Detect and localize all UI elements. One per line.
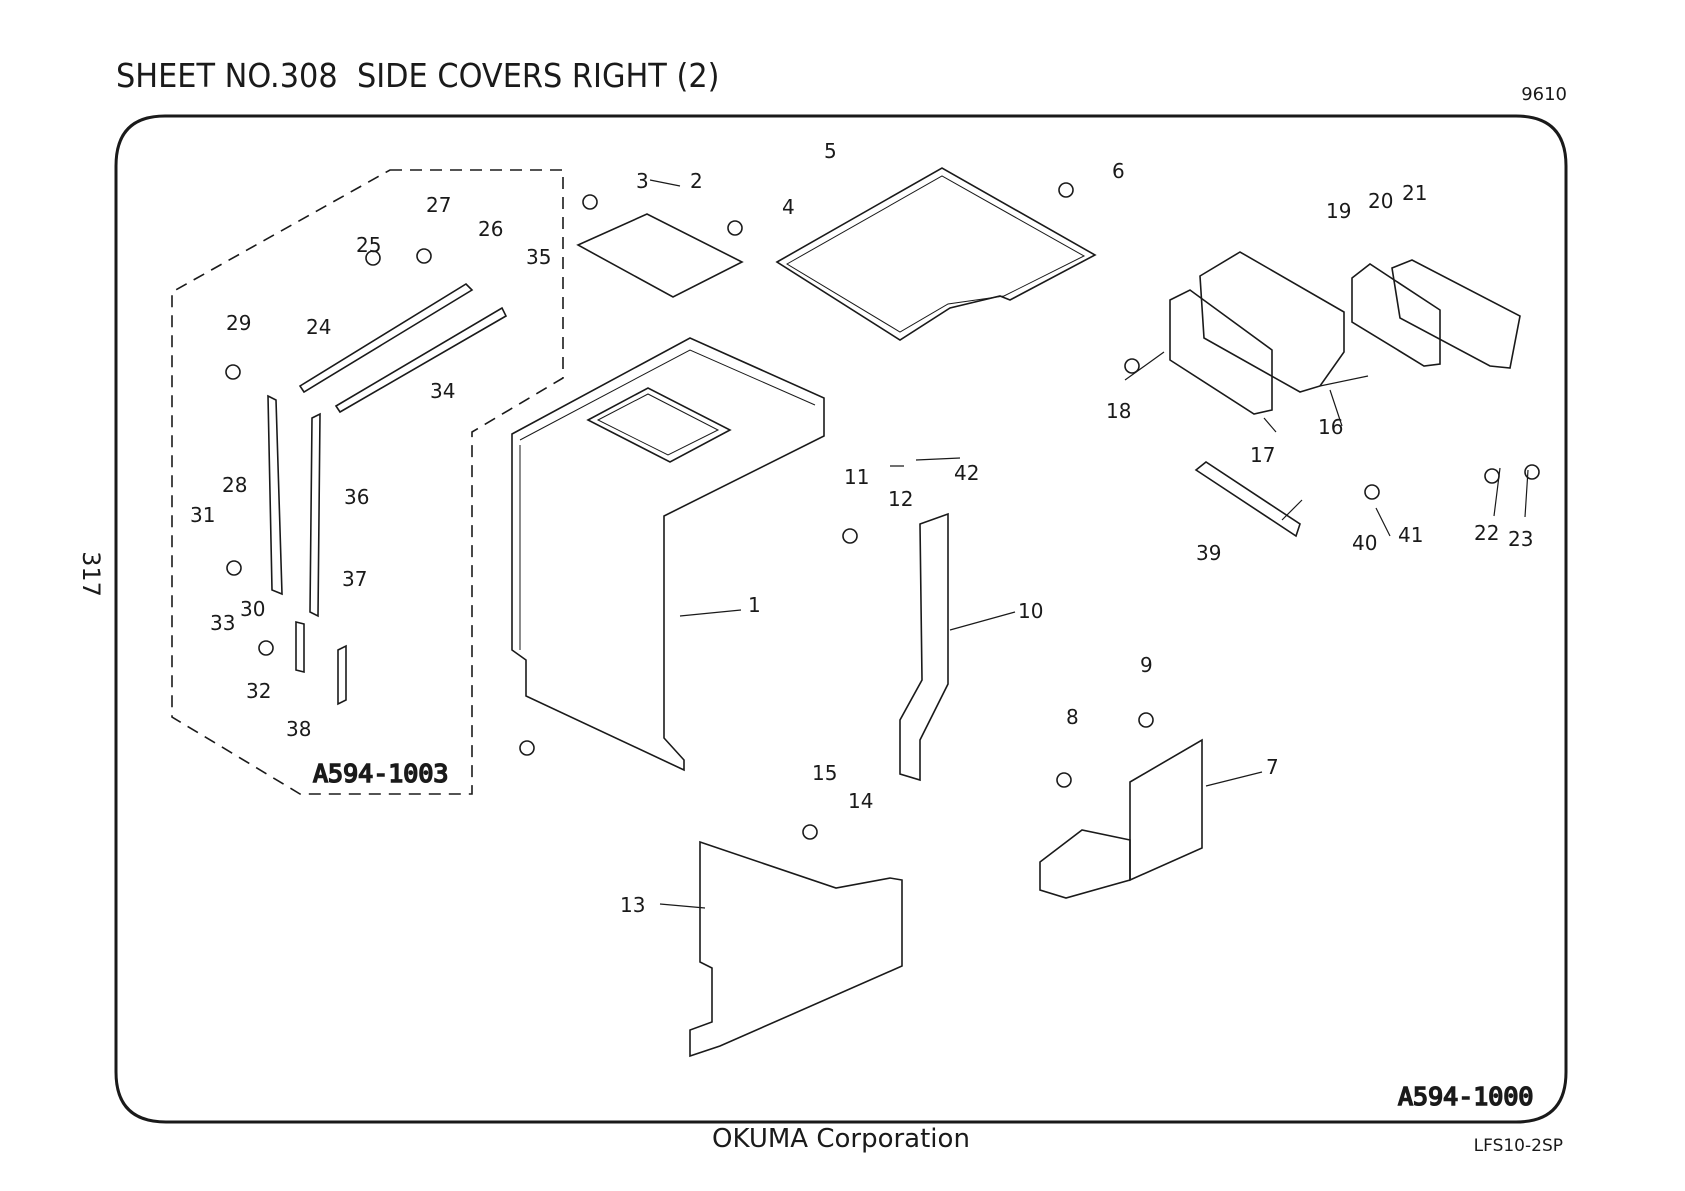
screw-icon bbox=[843, 529, 857, 543]
part-label-34: 34 bbox=[430, 379, 455, 403]
part-label-38: 38 bbox=[286, 717, 311, 741]
part-label-8: 8 bbox=[1066, 705, 1079, 729]
part-label-18: 18 bbox=[1106, 399, 1131, 423]
main-assembly-number: A594-1000 bbox=[1398, 1082, 1533, 1111]
screw-icon bbox=[520, 741, 534, 755]
part-label-41: 41 bbox=[1398, 523, 1423, 547]
sub-assembly-number: A594-1003 bbox=[313, 759, 448, 788]
part-label-3: 3 bbox=[636, 169, 649, 193]
part-label-15: 15 bbox=[812, 761, 837, 785]
part-label-27: 27 bbox=[426, 193, 451, 217]
part-34-strip bbox=[336, 308, 506, 412]
screw-icon bbox=[417, 249, 431, 263]
screw-icon bbox=[227, 561, 241, 575]
part-label-39: 39 bbox=[1196, 541, 1221, 565]
part-1-main-cover bbox=[512, 338, 824, 770]
part-20-21-frames bbox=[1392, 260, 1520, 368]
screw-icon bbox=[226, 365, 240, 379]
screw-icon bbox=[1525, 465, 1539, 479]
part-32-38-strips bbox=[296, 622, 346, 704]
screw-icon bbox=[1139, 713, 1153, 727]
part-label-28: 28 bbox=[222, 473, 247, 497]
screw-icon bbox=[259, 641, 273, 655]
part-label-5: 5 bbox=[824, 139, 837, 163]
part-label-31: 31 bbox=[190, 503, 215, 527]
part-label-21: 21 bbox=[1402, 181, 1427, 205]
part-label-32: 32 bbox=[246, 679, 271, 703]
screw-icon bbox=[583, 195, 597, 209]
part-19-frame bbox=[1352, 264, 1440, 366]
screw-icon bbox=[1057, 773, 1071, 787]
part-label-17: 17 bbox=[1250, 443, 1275, 467]
part-label-37: 37 bbox=[342, 567, 367, 591]
part-17-gasket bbox=[1170, 290, 1272, 414]
part-28-strip bbox=[268, 396, 282, 594]
part-label-40: 40 bbox=[1352, 531, 1377, 555]
part-label-14: 14 bbox=[848, 789, 873, 813]
part-label-24: 24 bbox=[306, 315, 331, 339]
part-10-bracket bbox=[900, 514, 948, 780]
part-39-strip bbox=[1196, 462, 1300, 536]
part-label-19: 19 bbox=[1326, 199, 1351, 223]
part-label-7: 7 bbox=[1266, 755, 1279, 779]
part-label-33: 33 bbox=[210, 611, 235, 635]
part-label-10: 10 bbox=[1018, 599, 1043, 623]
part-2-plate bbox=[578, 214, 742, 297]
part-36-strip bbox=[310, 414, 320, 616]
model-code: LFS10-2SP bbox=[1474, 1136, 1563, 1156]
part-label-30: 30 bbox=[240, 597, 265, 621]
screw-icon bbox=[1125, 359, 1139, 373]
part-label-12: 12 bbox=[888, 487, 913, 511]
part-7-cover bbox=[1130, 740, 1202, 880]
company-name: OKUMA Corporation bbox=[712, 1124, 970, 1154]
part-label-4: 4 bbox=[782, 195, 795, 219]
part-5-top-cover bbox=[777, 168, 1095, 340]
part-label-16: 16 bbox=[1318, 415, 1343, 439]
part-label-11: 11 bbox=[844, 465, 869, 489]
part-label-36: 36 bbox=[344, 485, 369, 509]
part-label-9: 9 bbox=[1140, 653, 1153, 677]
part-13-cover bbox=[690, 842, 902, 1056]
screw-icon bbox=[1059, 183, 1073, 197]
diagram-frame bbox=[116, 116, 1566, 1122]
part-label-42: 42 bbox=[954, 461, 979, 485]
part-label-1: 1 bbox=[748, 593, 761, 617]
leader-lines bbox=[650, 180, 1528, 908]
part-label-22: 22 bbox=[1474, 521, 1499, 545]
part-label-26: 26 bbox=[478, 217, 503, 241]
part-label-2: 2 bbox=[690, 169, 703, 193]
part-label-29: 29 bbox=[226, 311, 251, 335]
part-label-6: 6 bbox=[1112, 159, 1125, 183]
screw-icon bbox=[1365, 485, 1379, 499]
part-label-20: 20 bbox=[1368, 189, 1393, 213]
part-label-13: 13 bbox=[620, 893, 645, 917]
screw-icon bbox=[803, 825, 817, 839]
part-label-35: 35 bbox=[526, 245, 551, 269]
part-label-23: 23 bbox=[1508, 527, 1533, 551]
screw-icon bbox=[728, 221, 742, 235]
screw-icon bbox=[1485, 469, 1499, 483]
